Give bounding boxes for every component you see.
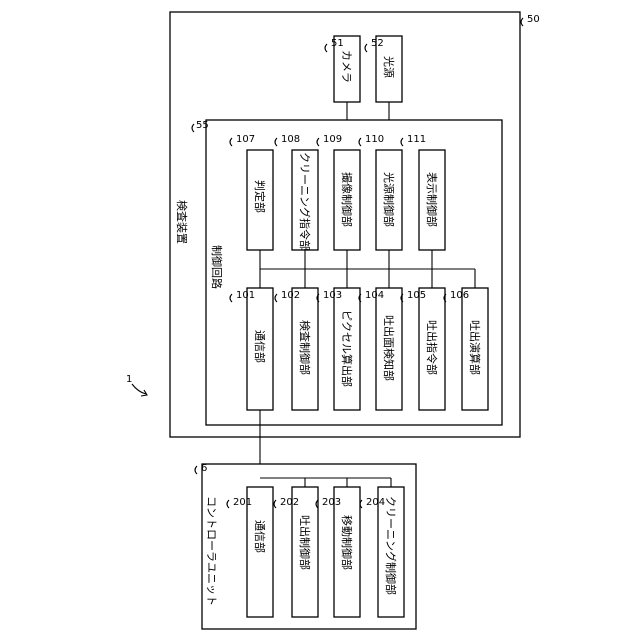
camera-ref: 51 (331, 38, 344, 49)
block-201-ref: 201 (233, 497, 252, 508)
block-104-ref: 104 (365, 290, 384, 301)
controller-unit-ref-tick (195, 466, 197, 474)
block-105-ref: 105 (407, 290, 426, 301)
block-107-ref: 107 (236, 134, 255, 145)
block-203-label: 移動制御部 (340, 515, 354, 570)
block-102-label: 検査制御部 (298, 320, 312, 375)
block-105-label: 吐出指令部 (425, 320, 439, 375)
block-203-ref: 203 (322, 497, 341, 508)
block-110-label: 光源制御部 (382, 172, 396, 227)
controller-unit-ref: 6 (201, 463, 207, 474)
block-202-ref: 202 (280, 497, 299, 508)
light-source-ref: 52 (371, 38, 384, 49)
block-106-label: 吐出演算部 (468, 320, 482, 375)
block-111-ref: 111 (407, 134, 426, 145)
system-ref: 1 (126, 374, 132, 385)
block-202-label: 吐出制御部 (298, 515, 312, 570)
block-111-label: 表示制御部 (425, 172, 439, 227)
block-110-ref: 110 (365, 134, 384, 145)
block-109-ref: 109 (323, 134, 342, 145)
inspection-device-label: 検査装置 (175, 200, 189, 244)
light-source-label: 光源 (382, 56, 396, 78)
block-109-label: 撮像制御部 (340, 172, 354, 227)
block-204-ref: 204 (366, 497, 385, 508)
camera-label: カメラ (340, 50, 353, 83)
block-108-label: クリーニング指令部 (298, 152, 312, 251)
block-107-label: 判定部 (253, 180, 267, 213)
control-circuit-ref: 55 (196, 120, 209, 131)
block-204-label: クリーニング制御部 (384, 496, 398, 595)
block-101-ref: 101 (236, 290, 255, 301)
inspection-device-ref: 50 (527, 14, 540, 25)
block-103-ref: 103 (323, 290, 342, 301)
block-102-ref: 102 (281, 290, 300, 301)
controller-unit-label: コントローラユニット (205, 496, 218, 606)
system-ref-arrow (132, 384, 146, 394)
block-103-label: ピクセル算出部 (340, 310, 354, 387)
inspection-device-ref-tick (521, 18, 523, 26)
block-106-ref: 106 (450, 290, 469, 301)
control-circuit-label: 制御回路 (210, 245, 224, 289)
block-108-ref: 108 (281, 134, 300, 145)
block-104-label: 吐出面検知部 (382, 315, 396, 381)
block-201-label: 通信部 (253, 520, 267, 553)
block-101-label: 通信部 (253, 330, 267, 363)
